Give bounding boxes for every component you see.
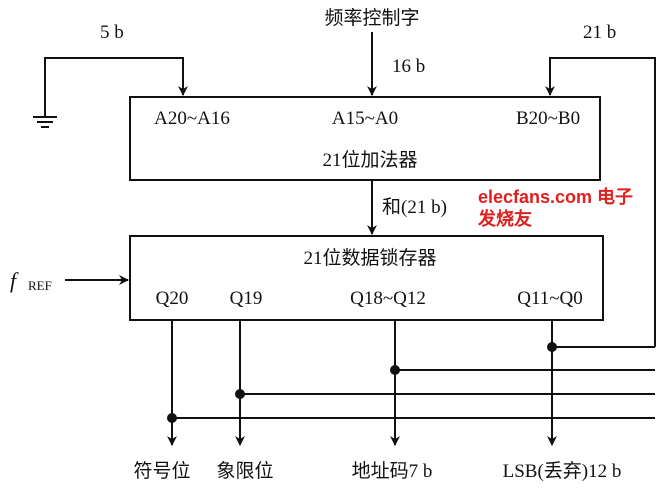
output-lsb: LSB(丢弃)12 b	[503, 460, 622, 482]
latch-port-q19: Q19	[230, 288, 263, 309]
output-sign-bit: 符号位	[133, 460, 190, 482]
adder-label: 21位加法器	[322, 149, 417, 171]
output-address: 地址码7 b	[352, 460, 433, 482]
freq-bits-label: 16 b	[392, 56, 425, 77]
clock-label: f	[10, 268, 19, 293]
sum-label: 和(21 b)	[382, 196, 447, 218]
title: 频率控制字	[324, 7, 419, 29]
output-quadrant-bit: 象限位	[216, 460, 273, 482]
latch-label: 21位数据锁存器	[303, 247, 436, 269]
clock-subscript: REF	[28, 278, 52, 293]
adder-box	[129, 96, 601, 181]
latch-port-q11: Q11~Q0	[517, 288, 583, 309]
feedback-line	[545, 57, 656, 347]
latch-port-q18: Q18~Q12	[350, 288, 426, 309]
ground-input-line	[44, 57, 188, 116]
adder-port-a15: A15~A0	[332, 108, 398, 129]
adder-port-a20: A20~A16	[154, 108, 230, 129]
watermark: elecfans.com 电子发烧友	[478, 187, 634, 229]
latch-box	[129, 235, 604, 321]
adder-port-b20: B20~B0	[516, 108, 580, 129]
feedback-bits-label: 21 b	[583, 22, 616, 43]
ground-bits-label: 5 b	[100, 22, 124, 43]
latch-port-q20: Q20	[156, 288, 189, 309]
